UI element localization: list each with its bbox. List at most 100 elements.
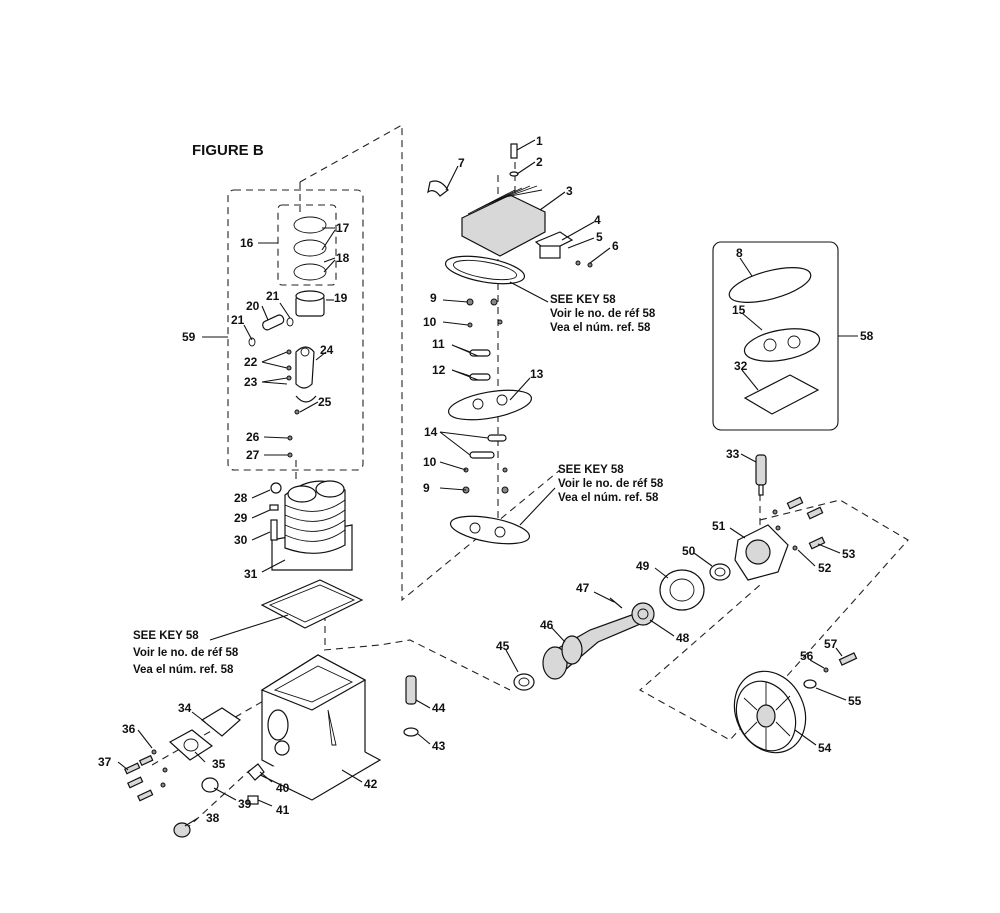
rod-washer [287, 435, 293, 441]
callout-44: 44 [432, 701, 446, 715]
svg-text:Voir le no. de réf 58: Voir le no. de réf 58 [133, 647, 239, 659]
crankcase-port [267, 709, 289, 741]
callout-54: 54 [818, 741, 832, 755]
cylinder-stud [270, 519, 278, 541]
callout-39: 39 [238, 797, 252, 811]
callout-58: 58 [860, 329, 874, 343]
callout-31: 31 [244, 567, 258, 581]
crankshaft-key [609, 597, 623, 609]
callout-57: 57 [824, 637, 838, 651]
callout-28: 28 [234, 491, 248, 505]
callout-40: 40 [276, 781, 290, 795]
callout-49: 49 [636, 559, 650, 573]
piston-ring-middle [293, 239, 327, 257]
callout-21-left: 21 [231, 313, 245, 327]
reed-valve-d [469, 451, 495, 459]
svg-text:Voir le no. de réf 58: Voir le no. de réf 58 [550, 308, 656, 320]
callout-7: 7 [458, 156, 465, 170]
callout-9: 9 [430, 291, 437, 305]
svg-text:Vea el núm. ref. 58: Vea el núm. ref. 58 [558, 492, 659, 504]
callout-34: 34 [178, 701, 192, 715]
callout-52: 52 [818, 561, 832, 575]
callout-24: 24 [320, 343, 334, 357]
callout-18: 18 [336, 251, 350, 265]
breather-tube [405, 675, 417, 705]
head-bolt [510, 143, 518, 159]
callout-8: 8 [736, 246, 743, 260]
wrist-pin-clip-left [248, 337, 256, 347]
cylinder-lock-washer [269, 504, 279, 511]
head-gasket-lower [449, 515, 531, 545]
callout-6: 6 [612, 239, 619, 253]
callout-41: 41 [276, 803, 290, 817]
carrier-oil-seal [709, 563, 731, 581]
callout-50: 50 [682, 544, 696, 558]
bearing-carrier [734, 524, 789, 581]
callout-42: 42 [364, 777, 378, 791]
flywheel-lock-washer [823, 667, 829, 673]
connecting-rod [295, 346, 315, 389]
callout-53: 53 [842, 547, 856, 561]
flywheel-bolt [838, 652, 858, 666]
callout-27: 27 [246, 448, 260, 462]
callout-21: 21 [266, 289, 280, 303]
reed-valve-a [469, 349, 491, 357]
piston [295, 290, 325, 317]
svg-text:SEE KEY 58: SEE KEY 58 [133, 630, 199, 642]
callout-33: 33 [726, 447, 740, 461]
piston-assembly-box [227, 189, 364, 471]
head-gasket-upper [444, 255, 526, 285]
callout-43: 43 [432, 739, 446, 753]
callout-5: 5 [596, 230, 603, 244]
kit-gasket-valve-plate [743, 328, 821, 362]
callout-22: 22 [244, 355, 258, 369]
cylinder-gasket [260, 579, 364, 629]
head-washer [509, 171, 519, 177]
gasket-kit-box [712, 241, 839, 431]
callout-1: 1 [536, 134, 543, 148]
flywheel-washer [803, 679, 817, 689]
svg-text:Vea el núm. ref. 58: Vea el núm. ref. 58 [550, 322, 651, 334]
callout-35: 35 [212, 757, 226, 771]
callout-13: 13 [530, 367, 544, 381]
sight-glass-seal [201, 777, 219, 793]
drain-plug [173, 822, 191, 838]
assembly-guide-lines [151, 124, 909, 831]
figure-title: FIGURE B [192, 142, 264, 159]
reed-valve-b [469, 373, 491, 381]
end-cover-gasket [200, 707, 241, 737]
callout-15: 15 [732, 303, 746, 317]
callout-36: 36 [122, 722, 136, 736]
callout-10: 10 [423, 315, 437, 329]
piston-ring-top [293, 216, 327, 234]
callout-45: 45 [496, 639, 510, 653]
callout-46: 46 [540, 618, 554, 632]
piston-ring-oil [293, 263, 327, 281]
svg-text:Vea el núm. ref. 58: Vea el núm. ref. 58 [133, 664, 234, 676]
dipstick [755, 454, 767, 496]
callout-16: 16 [240, 236, 254, 250]
callout-32: 32 [734, 359, 748, 373]
drain-elbow [247, 763, 265, 781]
callout-30: 30 [234, 533, 248, 547]
rod-nut [287, 452, 293, 458]
rod-cap [295, 395, 317, 403]
see-key-note-lower: SEE KEY 58 Voir le no. de réf 58 Vea el … [133, 630, 239, 676]
callout-59: 59 [182, 330, 196, 344]
crankcase [249, 654, 382, 801]
oil-seal [513, 673, 535, 691]
callout-25: 25 [318, 395, 332, 409]
svg-text:SEE KEY 58: SEE KEY 58 [550, 294, 616, 306]
kit-gasket-cylinder [743, 374, 820, 415]
callout-19: 19 [334, 291, 348, 305]
svg-text:Voir le no. de réf 58: Voir le no. de réf 58 [558, 478, 664, 490]
callout-48: 48 [676, 631, 690, 645]
see-key-note-upper: SEE KEY 58 Voir le no. de réf 58 Vea el … [550, 294, 656, 334]
valve-plate [447, 389, 533, 421]
reed-valve-c [487, 434, 507, 442]
callout-56: 56 [800, 649, 814, 663]
kit-gasket-head [728, 267, 812, 303]
svg-text:SEE KEY 58: SEE KEY 58 [558, 464, 624, 476]
oil-fill-port [274, 740, 290, 756]
